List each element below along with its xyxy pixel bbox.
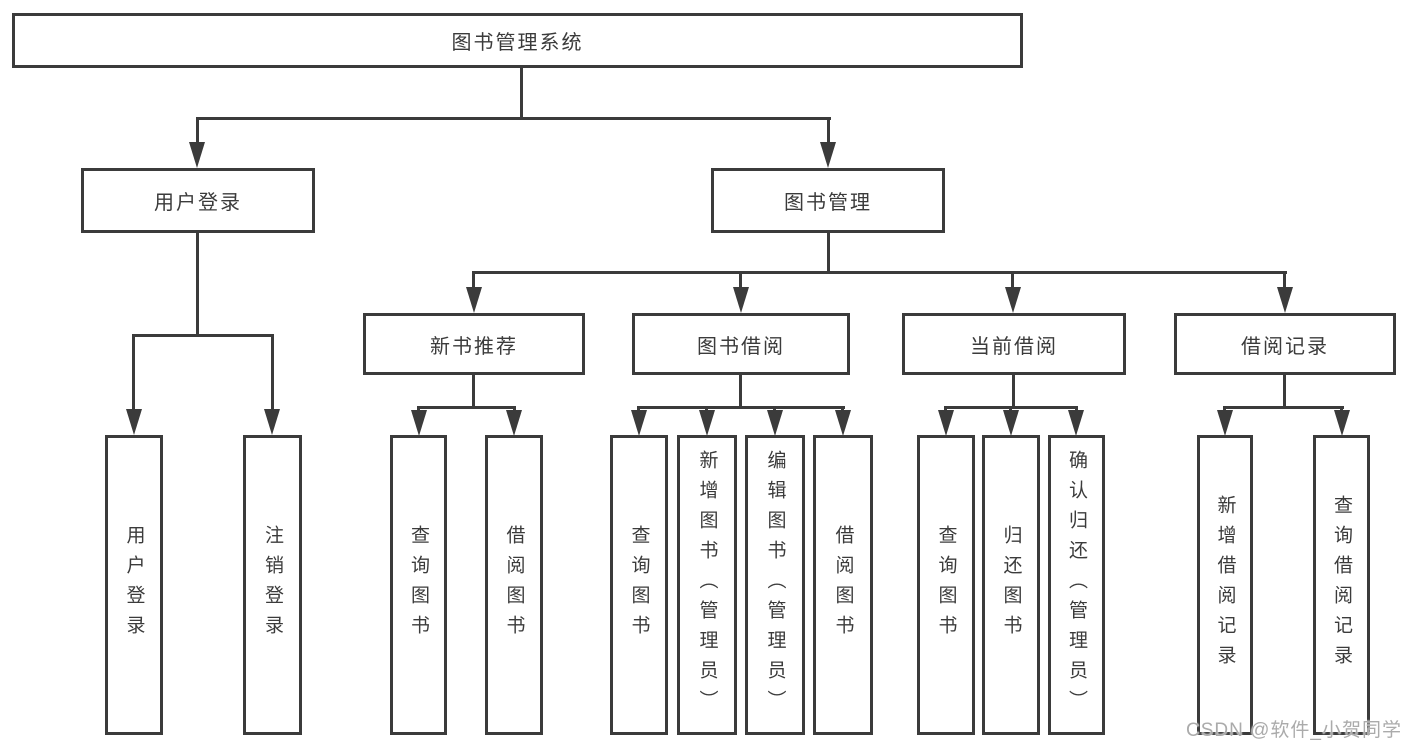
- leaf-br-query-record: 查询借阅记录: [1313, 435, 1370, 735]
- leaf-cb-confirm-return-admin: 确认归还（管理员）: [1048, 435, 1105, 735]
- arrowhead-br-add: [1217, 410, 1233, 436]
- leaf-nbr-borrow-book-label: 借阅图书: [503, 525, 525, 645]
- arrowhead-book-management: [820, 142, 836, 168]
- arrowhead-user-login: [189, 142, 205, 168]
- connector-book-management-elbow: [472, 271, 1287, 274]
- node-borrow-record: 借阅记录: [1174, 313, 1396, 375]
- csdn-watermark-text: CSDN @软件_小贺同学: [1186, 720, 1402, 741]
- arrowhead-bb-query: [631, 410, 647, 436]
- arrowhead-cb-confirm: [1068, 410, 1084, 436]
- arrowhead-cb-query: [938, 410, 954, 436]
- connector-drop-book-borrow: [739, 271, 742, 291]
- arrowhead-bb-borrow: [835, 410, 851, 436]
- leaf-cb-confirm-return-admin-label: 确认归还（管理员）: [1066, 450, 1087, 720]
- arrowhead-book-borrow: [733, 287, 749, 313]
- leaf-bb-edit-book-admin: 编辑图书（管理员）: [745, 435, 805, 735]
- connector-root-vertical: [520, 68, 523, 118]
- node-root: 图书管理系统: [12, 13, 1023, 68]
- connector-bb-vertical: [739, 375, 742, 409]
- node-current-borrow: 当前借阅: [902, 313, 1126, 375]
- node-book-borrow-label: 图书借阅: [697, 335, 785, 358]
- connector-drop-new-book-recommend: [472, 271, 475, 291]
- leaf-cb-query-book: 查询图书: [917, 435, 975, 735]
- connector-cb-vertical: [1012, 375, 1015, 409]
- leaf-bb-borrow-book: 借阅图书: [813, 435, 873, 735]
- leaf-nbr-query-book-label: 查询图书: [408, 525, 429, 645]
- arrowhead-new-book-recommend: [466, 287, 482, 313]
- node-borrow-record-label: 借阅记录: [1241, 335, 1329, 358]
- leaf-br-add-record-label: 新增借阅记录: [1214, 495, 1236, 675]
- leaf-logout-login-label: 注销登录: [262, 525, 283, 645]
- leaf-bb-add-book-admin-label: 新增图书（管理员）: [696, 450, 718, 720]
- leaf-bb-query-book-label: 查询图书: [628, 525, 650, 645]
- leaf-br-add-record: 新增借阅记录: [1197, 435, 1253, 735]
- node-user-login-label: 用户登录: [154, 192, 242, 214]
- arrowhead-cb-return: [1003, 410, 1019, 436]
- node-book-management-label: 图书管理: [784, 192, 872, 214]
- arrowhead-bb-add: [699, 410, 715, 436]
- node-user-login: 用户登录: [81, 168, 315, 233]
- connector-drop-borrow-record: [1283, 271, 1286, 291]
- connector-bb-elbow: [637, 406, 845, 409]
- arrowhead-current-borrow: [1005, 287, 1021, 313]
- connector-user-login-vertical: [196, 233, 199, 337]
- connector-drop-user-login: [196, 117, 199, 147]
- arrowhead-br-query: [1334, 410, 1350, 436]
- arrowhead-nbr-query: [411, 410, 427, 436]
- leaf-bb-query-book: 查询图书: [610, 435, 668, 735]
- arrowhead-leaf-user-login: [126, 409, 142, 435]
- connector-root-elbow: [196, 117, 831, 120]
- connector-nbr-vertical: [472, 375, 475, 409]
- arrowhead-borrow-record: [1277, 287, 1293, 313]
- leaf-bb-borrow-book-label: 借阅图书: [832, 525, 854, 645]
- connector-nbr-elbow: [417, 406, 516, 409]
- connector-br-elbow: [1223, 406, 1344, 409]
- connector-drop-leaf-logout: [271, 334, 274, 412]
- node-book-borrow: 图书借阅: [632, 313, 850, 375]
- node-new-book-recommend: 新书推荐: [363, 313, 585, 375]
- leaf-cb-return-book-label: 归还图书: [1000, 525, 1022, 645]
- connector-book-management-vertical: [827, 233, 830, 273]
- leaf-cb-return-book: 归还图书: [982, 435, 1040, 735]
- arrowhead-bb-edit: [767, 410, 783, 436]
- connector-br-vertical: [1283, 375, 1286, 409]
- leaf-bb-edit-book-admin-label: 编辑图书（管理员）: [764, 450, 786, 720]
- leaf-user-login: 用户登录: [105, 435, 163, 735]
- connector-user-login-elbow: [132, 334, 274, 337]
- arrowhead-nbr-borrow: [506, 410, 522, 436]
- arrowhead-leaf-logout: [264, 409, 280, 435]
- leaf-cb-query-book-label: 查询图书: [935, 525, 957, 645]
- connector-drop-current-borrow: [1011, 271, 1014, 291]
- leaf-br-query-record-label: 查询借阅记录: [1331, 495, 1352, 675]
- leaf-logout-login: 注销登录: [243, 435, 302, 735]
- node-new-book-recommend-label: 新书推荐: [430, 335, 518, 358]
- leaf-nbr-borrow-book: 借阅图书: [485, 435, 543, 735]
- node-book-management: 图书管理: [711, 168, 945, 233]
- leaf-bb-add-book-admin: 新增图书（管理员）: [677, 435, 737, 735]
- node-current-borrow-label: 当前借阅: [970, 335, 1058, 358]
- node-root-label: 图书管理系统: [451, 32, 584, 54]
- csdn-watermark: CSDN @软件_小贺同学: [1186, 715, 1402, 742]
- leaf-user-login-label: 用户登录: [123, 525, 145, 645]
- connector-drop-book-management: [827, 117, 830, 147]
- leaf-nbr-query-book: 查询图书: [390, 435, 447, 735]
- connector-drop-leaf-user-login: [132, 334, 135, 412]
